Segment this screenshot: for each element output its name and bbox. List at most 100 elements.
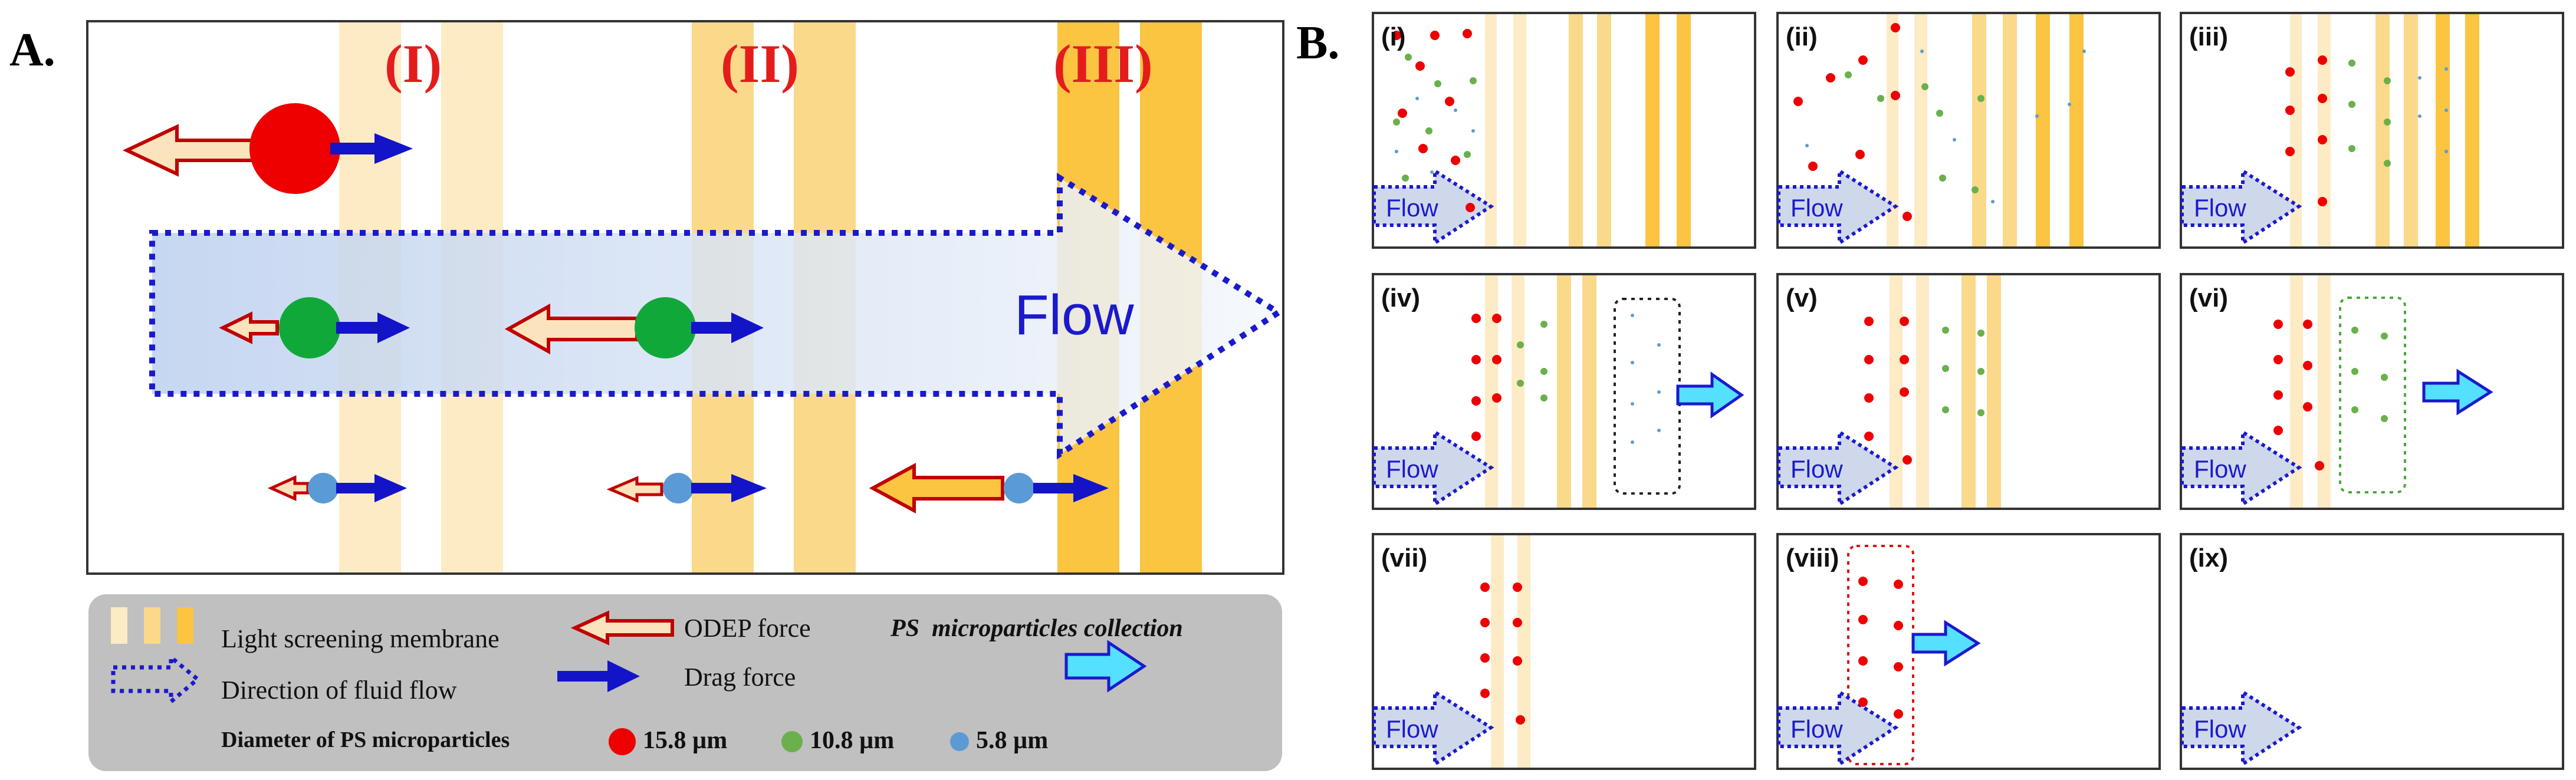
particle-medium — [1517, 341, 1524, 348]
particle-large — [1513, 582, 1522, 592]
particle-medium — [1434, 80, 1441, 87]
legend-drag-arrow — [557, 660, 640, 692]
legend-collection-text: PS microparticles collection — [891, 615, 1183, 642]
particle-large — [2315, 461, 2324, 470]
membrane-band-dark — [2465, 14, 2479, 246]
legend-odep-arrow — [570, 610, 674, 646]
membrane-band-dark — [2069, 14, 2084, 246]
particle-large — [2273, 426, 2283, 435]
particle-large — [1418, 144, 1428, 153]
particle-large — [1903, 212, 1912, 221]
drag-arrow-small-particle-3 — [1033, 474, 1109, 502]
particle-medium — [2381, 333, 2388, 340]
membrane-band-mid — [2404, 14, 2418, 246]
subpanel-label: (iv) — [1381, 284, 1420, 312]
particle-large — [1471, 396, 1481, 406]
flow-label: Flow — [1014, 284, 1134, 347]
particle-small — [1631, 402, 1634, 406]
subpanel-label: (iii) — [2189, 22, 2228, 51]
particle-medium — [2348, 145, 2355, 152]
particle-large — [1891, 23, 1900, 32]
particle-small-2 — [663, 473, 694, 503]
membrane-band-light — [1485, 14, 1497, 246]
legend-diameter-text: Diameter of PS microparticles — [221, 728, 510, 752]
particle-medium — [1942, 365, 1949, 372]
collection-arrow — [1676, 371, 1744, 419]
particle-small — [2418, 114, 2421, 118]
legend-flow-arrow — [111, 653, 201, 706]
legend-size-small: 5.8 µm — [976, 727, 1049, 754]
particle-large — [1855, 150, 1865, 159]
flow-label: Flow — [2194, 715, 2246, 743]
particle-small — [1415, 97, 1419, 100]
particle-large — [1864, 317, 1874, 326]
particle-large — [1398, 108, 1407, 118]
particle-small — [1631, 314, 1634, 317]
subpanel-label: (i) — [1381, 22, 1406, 51]
membrane-band-light — [1914, 14, 1927, 246]
particle-medium — [1540, 368, 1547, 375]
collection-box — [2339, 297, 2406, 493]
membrane-band-dark — [2436, 14, 2450, 246]
membrane-band-light — [2290, 275, 2303, 508]
membrane-band-light — [1512, 275, 1524, 508]
subpanel-8: Flow(viii) — [1776, 533, 2161, 770]
membrane-band-mid — [1597, 14, 1611, 246]
drag-arrow-large-particle — [330, 133, 413, 164]
drag-arrow-small-particle-2 — [691, 474, 767, 502]
particle-small — [2035, 114, 2039, 118]
particle-small — [2444, 67, 2448, 71]
subpanel-frame — [1372, 533, 1756, 770]
particle-medium — [1845, 71, 1852, 78]
membrane-band-dark — [1645, 14, 1660, 246]
particle-medium — [1402, 175, 1409, 182]
particle-medium — [1977, 409, 1984, 416]
particle-large — [1463, 29, 1472, 38]
drag-arrow-medium-particle-2 — [691, 312, 764, 343]
particle-large — [1891, 91, 1900, 100]
particle-medium-2 — [635, 297, 696, 358]
membrane-band-light — [1887, 14, 1898, 246]
odep-arrow-small-particle-3 — [869, 462, 1004, 514]
subpanel-3: Flow (iii) — [2180, 12, 2564, 249]
subpanel-2: Flow(ii) — [1776, 12, 2161, 249]
membrane-band-light — [1916, 275, 1929, 508]
legend-flow-text: Direction of fluid flow — [221, 676, 457, 705]
particle-large — [1492, 355, 1501, 364]
particle-large — [1900, 317, 1909, 326]
particle-large — [1480, 653, 1490, 663]
particle-large — [1858, 55, 1868, 65]
particle-large — [1513, 618, 1522, 627]
particle-large — [1471, 314, 1481, 323]
particle-large — [1864, 393, 1874, 403]
subpanel-1: Flow(i) — [1372, 12, 1756, 249]
panel-a-label: A. — [9, 24, 55, 76]
membrane-band-light — [1517, 535, 1530, 768]
particle-large — [1492, 393, 1501, 403]
flow-arrow — [1372, 429, 1494, 508]
particle-small — [2068, 103, 2071, 106]
particle-small — [2082, 50, 2086, 53]
membrane-band-mid — [1972, 14, 1986, 246]
particle-large — [1513, 656, 1522, 666]
particle-large — [1858, 697, 1868, 707]
particle-large — [1392, 31, 1401, 40]
flow-label: Flow — [1790, 194, 1843, 222]
flow-label: Flow — [2194, 455, 2246, 483]
legend-collection-arrow — [1064, 640, 1147, 693]
subpanel-9: Flow(ix) — [2180, 533, 2564, 770]
particle-medium — [1972, 186, 1979, 193]
particle-large — [1894, 709, 1903, 719]
particle-large — [1445, 97, 1454, 106]
particle-small — [2418, 76, 2421, 80]
particle-small — [1631, 440, 1634, 444]
flow-label: Flow — [2194, 194, 2246, 222]
particle-large — [1430, 31, 1440, 40]
particle-medium — [1977, 330, 1984, 337]
particle-large — [1858, 577, 1868, 586]
membrane-band-light — [2318, 14, 2331, 246]
particle-medium — [1877, 95, 1884, 102]
membrane-band-light — [1513, 14, 1526, 246]
subpanel-label: (vi) — [2189, 284, 2228, 312]
